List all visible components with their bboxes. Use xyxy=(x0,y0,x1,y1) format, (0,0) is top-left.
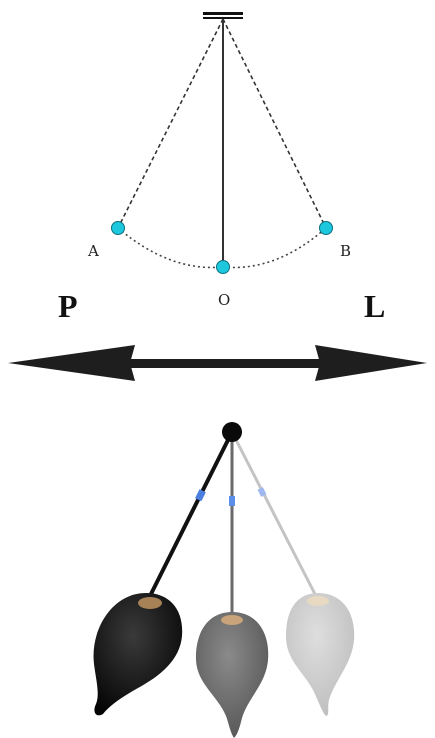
dashed-string-left xyxy=(117,18,224,229)
direction-right-label: L xyxy=(364,288,385,324)
label-a: A xyxy=(87,242,99,260)
pendulum-mid xyxy=(195,432,269,738)
pivot-ball xyxy=(222,422,242,442)
ceiling-mount-bar xyxy=(203,17,243,19)
string-marker-mid xyxy=(229,496,235,506)
string-marker-light xyxy=(257,487,267,497)
bob-a xyxy=(111,221,125,235)
arrow-shaft xyxy=(120,359,330,368)
arrow-head-left-icon xyxy=(8,345,135,381)
double-arrow xyxy=(8,345,427,381)
bob-light xyxy=(286,593,355,716)
label-o: O xyxy=(218,291,230,309)
direction-left-label: P xyxy=(58,288,78,324)
string-marker-dark xyxy=(195,489,206,502)
label-b: B xyxy=(340,242,351,260)
pendulum-light xyxy=(230,431,355,716)
pendulum-dark xyxy=(93,431,234,716)
ceiling-mount xyxy=(203,12,243,15)
arrow-head-right-icon xyxy=(315,345,427,381)
bob-b xyxy=(319,221,333,235)
dashed-string-right xyxy=(222,18,327,229)
bob-o xyxy=(216,260,230,274)
bob-mid xyxy=(195,612,269,738)
realistic-pendulums xyxy=(93,422,355,738)
schematic-pendulum: A B O xyxy=(87,12,351,309)
bob-dark xyxy=(93,593,183,716)
